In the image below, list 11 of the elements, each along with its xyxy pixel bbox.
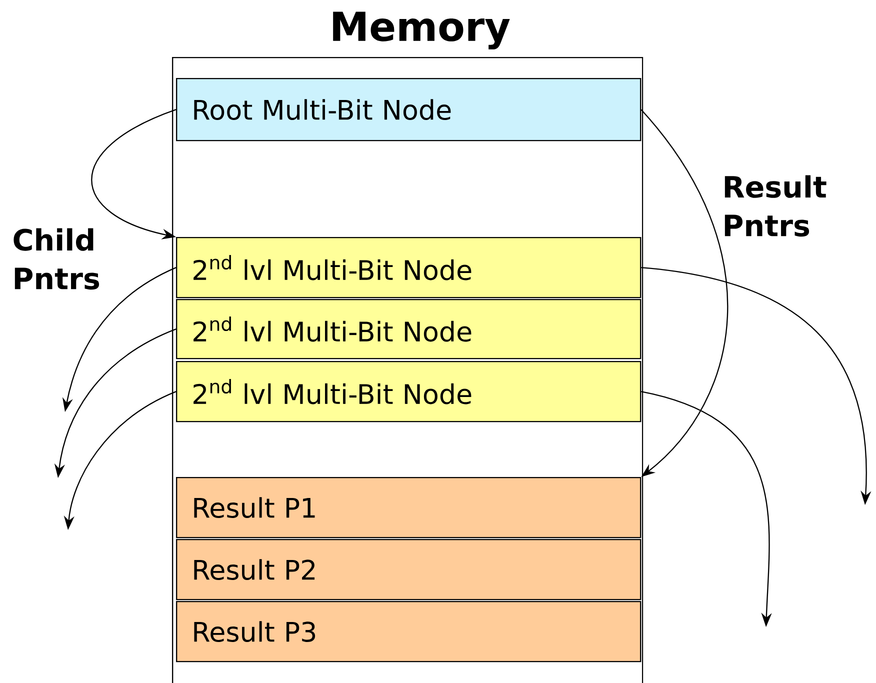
memory-block: Result P3 [176, 601, 642, 662]
memory-block: Root Multi-Bit Node [176, 78, 642, 142]
memory-block: 2$^{nd}$ lvl Multi-Bit Node [176, 299, 642, 360]
curved-arrow [640, 109, 728, 477]
annotation-label: Result Pntrs [724, 175, 826, 237]
annotation-label: Child Pntrs [14, 228, 100, 290]
memory-block: 2$^{nd}$ lvl Multi-Bit Node [176, 237, 642, 298]
node-label: Memory [333, 12, 510, 50]
memory-block: Result P1 [176, 477, 642, 538]
memory-block: Result P2 [176, 539, 642, 600]
memory-block: 2$^{nd}$ lvl Multi-Bit Node [176, 361, 642, 422]
